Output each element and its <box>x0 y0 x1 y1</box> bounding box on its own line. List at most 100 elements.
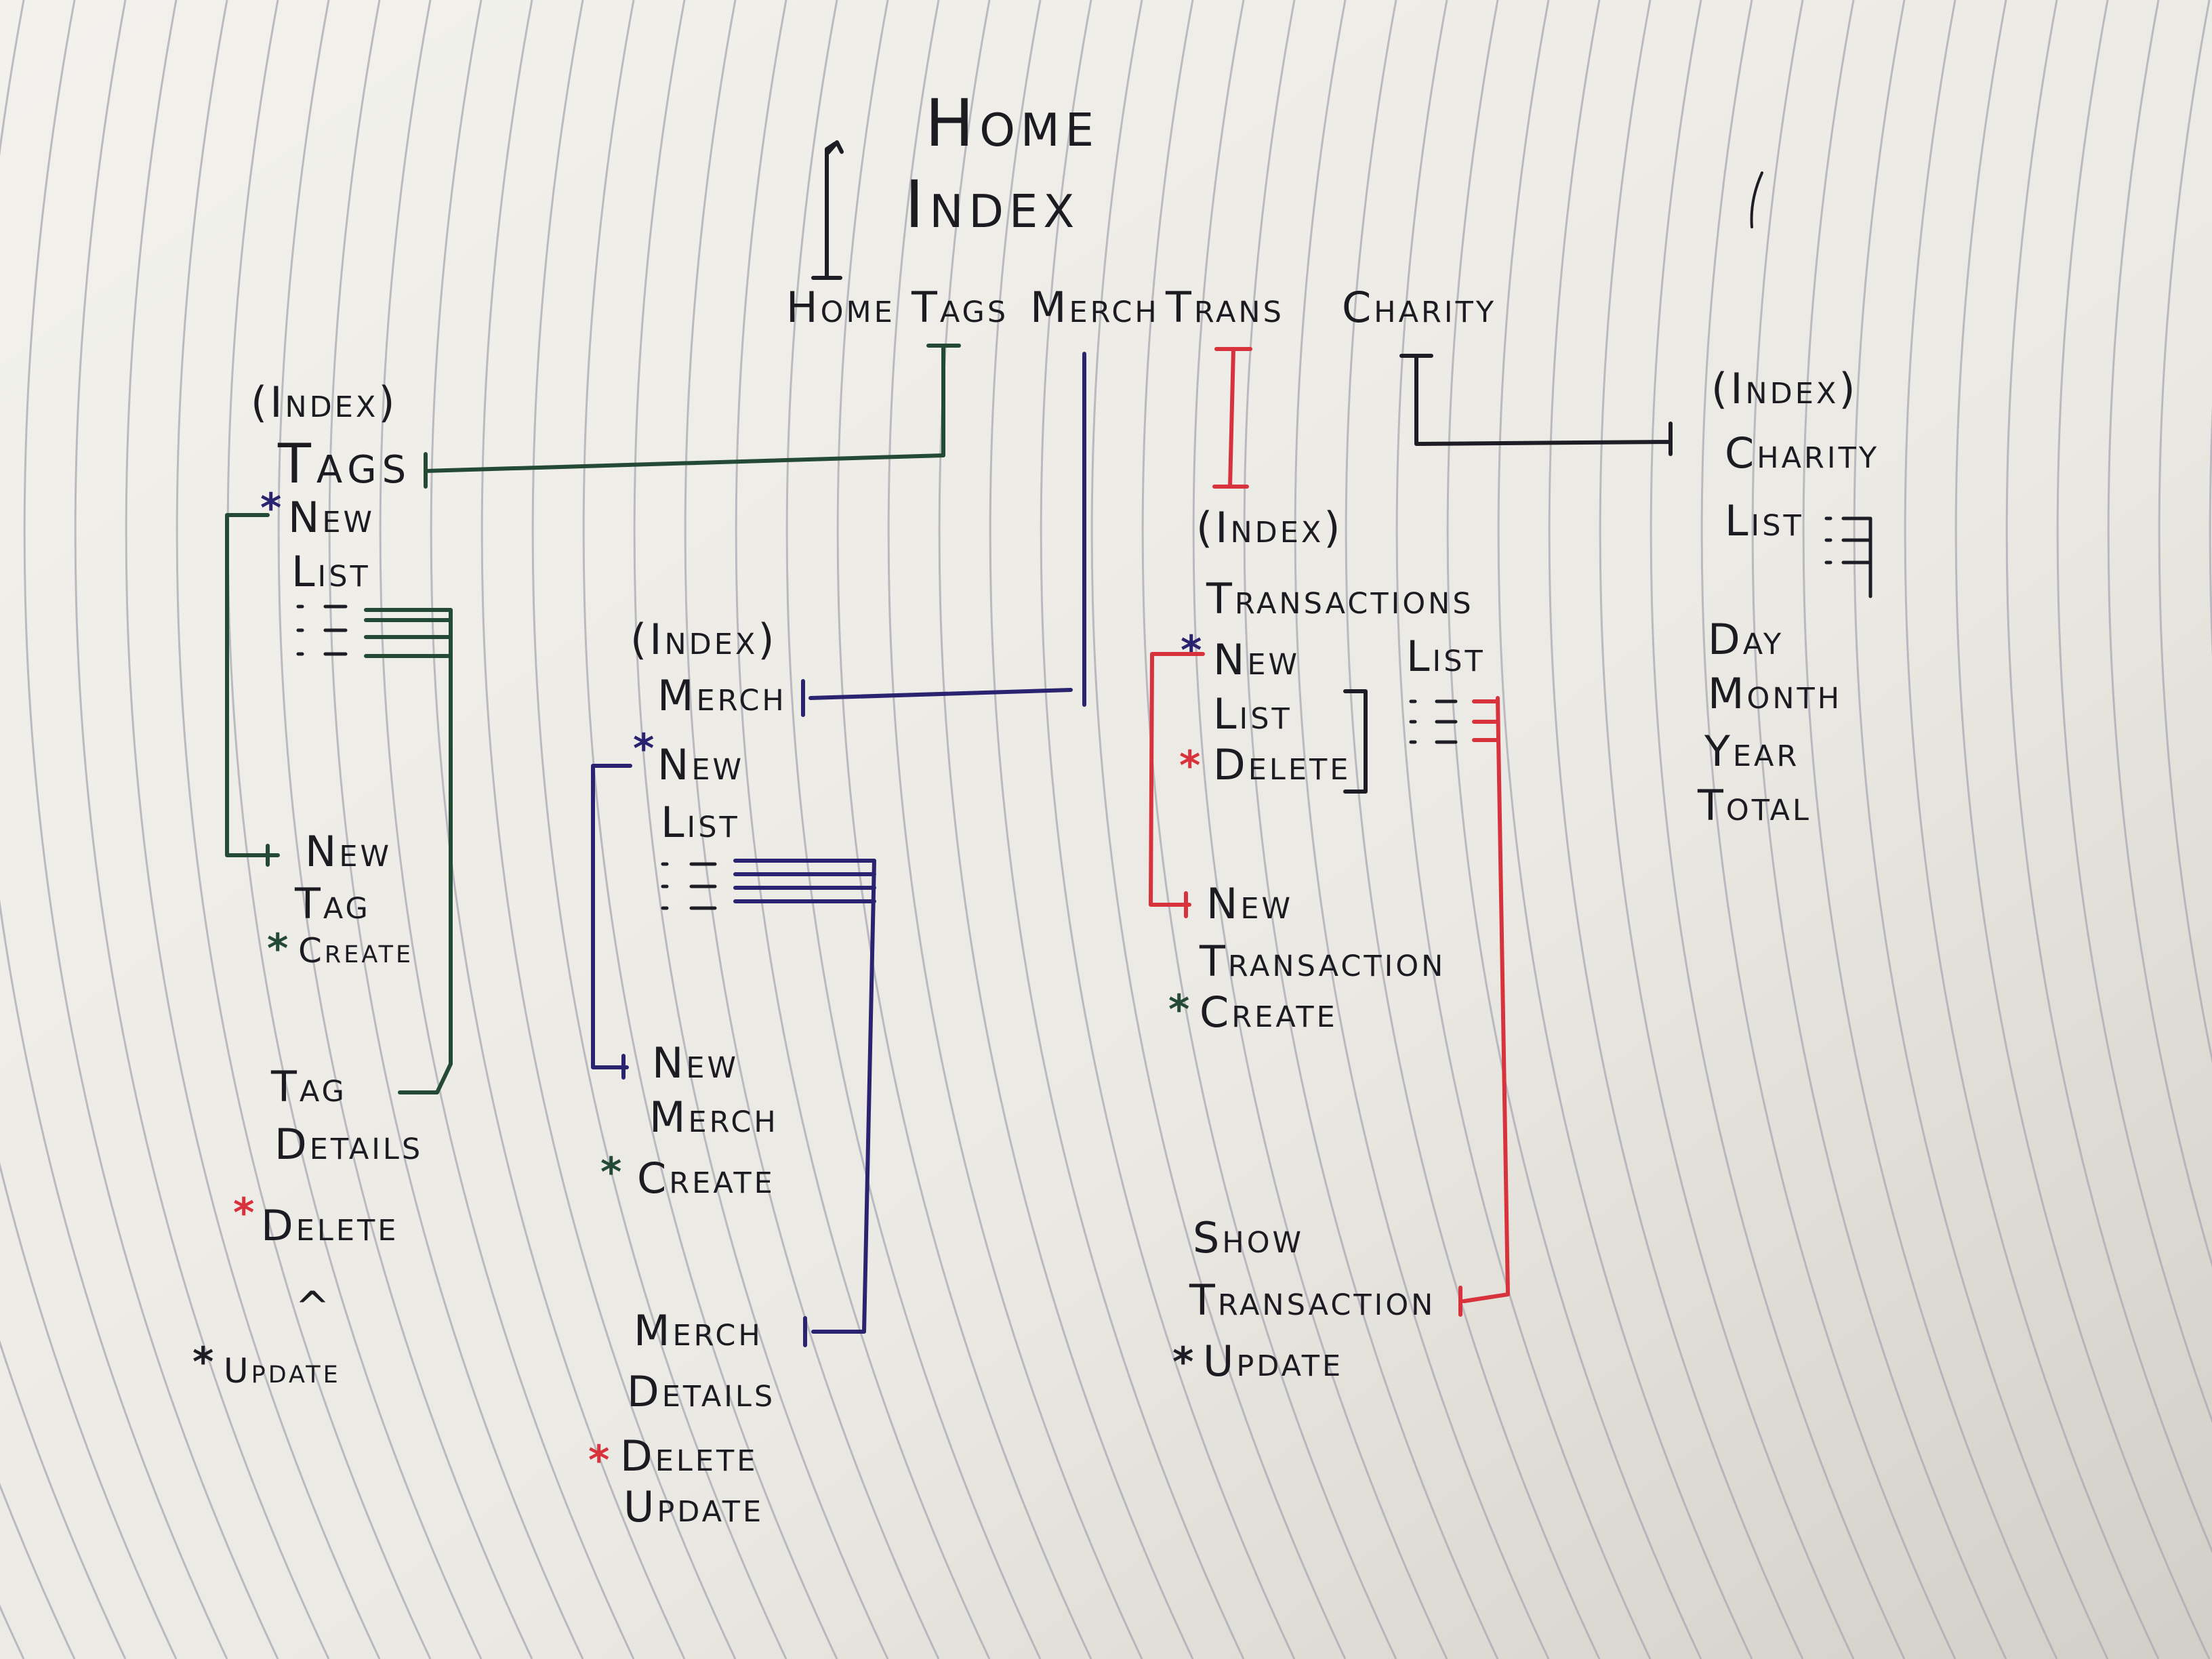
nav-merch: Merch <box>1030 283 1160 332</box>
charity-list-icon <box>1824 516 1872 598</box>
ruled-line <box>1243 0 1499 1659</box>
ruled-line <box>1548 0 1804 1659</box>
charity-title: Charity <box>1725 428 1879 478</box>
ruled-line <box>1141 0 1397 1659</box>
merch-title: Merch <box>657 671 787 720</box>
ruled-line <box>1802 0 2058 1659</box>
ruled-line <box>582 0 838 1659</box>
ruled-line <box>1192 0 1448 1659</box>
ruled-line <box>1446 0 1702 1659</box>
tags-delete: Delete <box>261 1201 398 1250</box>
merch-create: Create <box>637 1153 775 1203</box>
tags-new-asterisk-icon: * <box>260 485 284 532</box>
tags-new-tag-2: Tag <box>294 879 371 928</box>
trans-index-label: (Index) <box>1196 503 1343 552</box>
merch-details-1: Merch <box>634 1306 763 1355</box>
ruled-line <box>1345 0 1601 1659</box>
trans-update: Update <box>1203 1336 1343 1386</box>
tags-new-to-newtag-connector <box>225 513 280 867</box>
title-home: Home <box>925 85 1099 161</box>
tags-create-asterisk-icon: * <box>267 925 291 972</box>
trans-new-asterisk-icon: * <box>1181 627 1204 674</box>
trans-create-asterisk-icon: * <box>1168 986 1192 1033</box>
ruled-line <box>0 0 228 1659</box>
charity-total: Total <box>1697 781 1811 830</box>
merch-create-asterisk-icon: * <box>600 1149 624 1196</box>
trans-delete: Delete <box>1213 740 1351 790</box>
ruled-line <box>74 0 330 1659</box>
ruled-line <box>1904 0 2160 1659</box>
ruled-line <box>1853 0 2109 1659</box>
ruled-line <box>1497 0 1753 1659</box>
tags-title: Tags <box>277 432 411 495</box>
ruled-line <box>125 0 381 1659</box>
tags-new-tag-1: New <box>305 827 392 876</box>
tags-update: Update <box>224 1351 341 1391</box>
nav-tags: Tags <box>911 283 1008 332</box>
trans-show-1: Show <box>1193 1213 1304 1263</box>
ruled-line <box>938 0 1194 1659</box>
trans-create: Create <box>1200 987 1338 1037</box>
ruled-line <box>785 0 1042 1659</box>
merch-index-label: (Index) <box>630 615 777 664</box>
trans-show-2: Transaction <box>1189 1275 1435 1325</box>
tags-caret: ^ <box>295 1282 333 1332</box>
merch-delete: Delete <box>620 1431 758 1481</box>
tags-list-icon <box>296 605 348 656</box>
tags-create: Create <box>298 931 413 970</box>
ruled-line <box>328 0 584 1659</box>
stray-pen-mark <box>1750 171 1763 228</box>
trans-new: New <box>1213 635 1300 684</box>
ruled-line <box>23 0 279 1659</box>
merch-delete-asterisk-icon: * <box>588 1437 612 1484</box>
ruled-line <box>2005 0 2212 1554</box>
charity-month: Month <box>1708 669 1842 718</box>
merch-list-icon <box>661 862 717 910</box>
ruled-line <box>836 0 1092 1659</box>
merch-update: Update <box>623 1482 764 1532</box>
trans-title: Transactions <box>1206 574 1474 623</box>
trans-list-right: List <box>1406 632 1486 681</box>
ruled-line <box>1090 0 1347 1659</box>
ruled-line <box>277 0 533 1659</box>
tags-details-2: Details <box>274 1120 423 1169</box>
trans-new-trans-2: Transaction <box>1199 937 1446 986</box>
charity-day: Day <box>1708 615 1784 664</box>
tags-list-to-details-connector <box>364 608 453 1094</box>
merch-details-2: Details <box>627 1367 775 1416</box>
ruled-line <box>2158 0 2212 1064</box>
charity-index-label: (Index) <box>1711 364 1858 413</box>
trans-bracket <box>1343 689 1368 794</box>
title-index: Index <box>905 167 1080 243</box>
trans-update-asterisk-icon: * <box>1172 1338 1196 1386</box>
trans-list-icon <box>1409 699 1458 744</box>
merch-new-merch-1: New <box>652 1038 739 1088</box>
trans-list-to-show-connector <box>1458 696 1510 1317</box>
tags-list: List <box>291 547 371 596</box>
home-loop-connector <box>811 142 842 280</box>
ruled-line <box>2056 0 2212 1424</box>
tags-update-asterisk-icon: * <box>192 1338 216 1386</box>
ruled-line <box>1395 0 1652 1659</box>
nav-charity: Charity <box>1342 283 1496 332</box>
trans-connector <box>1212 347 1252 489</box>
trans-list: List <box>1213 689 1292 739</box>
ruled-line <box>735 0 991 1659</box>
ruled-line <box>0 1162 178 1659</box>
tags-new: New <box>288 493 375 542</box>
ruled-line <box>2107 0 2212 1268</box>
merch-connector <box>801 352 1086 717</box>
trans-new-to-newtrans-connector <box>1149 652 1205 918</box>
merch-new-merch-2: Merch <box>649 1092 779 1142</box>
merch-new-asterisk-icon: * <box>633 725 657 773</box>
merch-new-to-newmerch-connector <box>591 764 632 1080</box>
ruled-line <box>480 0 737 1659</box>
tags-details-1: Tag <box>270 1062 347 1111</box>
tags-index-label: (Index) <box>251 377 398 427</box>
ruled-line <box>1700 0 1957 1659</box>
merch-new: New <box>657 740 744 790</box>
merch-list: List <box>661 798 740 847</box>
ruled-line <box>1650 0 1906 1659</box>
ruled-line <box>1040 0 1296 1659</box>
